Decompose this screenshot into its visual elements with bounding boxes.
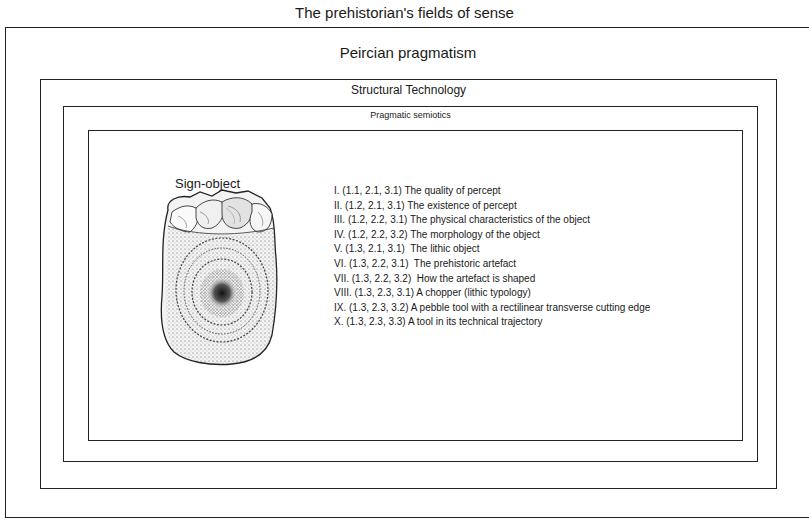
field-heading: Structural Technology — [41, 83, 776, 97]
sign-class-line: X. (1.3, 2.3, 3.3) A tool in its technic… — [334, 315, 650, 330]
sign-class-line: VIII. (1.3, 2.3, 3.1) A chopper (lithic … — [334, 286, 650, 301]
sign-class-line: VII. (1.3, 2.2, 3.2) How the artefact is… — [334, 272, 650, 287]
sign-class-line: IV. (1.2, 2.2, 3.2) The morphology of th… — [334, 228, 650, 243]
field-box: Peircian pragmatismStructural Technology… — [5, 27, 809, 518]
field-box: Pragmatic semioticsSign-objectI. (1.1, 2… — [63, 106, 758, 462]
sign-class-line: II. (1.2, 2.1, 3.1) The existence of per… — [334, 199, 650, 214]
field-heading: Pragmatic semiotics — [64, 110, 757, 120]
sign-class-line: VI. (1.3, 2.2, 3.1) The prehistoric arte… — [334, 257, 650, 272]
field-heading: Peircian pragmatism — [6, 44, 809, 61]
sign-class-line: I. (1.1, 2.1, 3.1) The quality of percep… — [334, 184, 650, 199]
sign-class-line: V. (1.3, 2.1, 3.1) The lithic object — [334, 242, 650, 257]
sign-object-frame: Sign-objectI. (1.1, 2.1, 3.1) The qualit… — [88, 130, 743, 441]
sign-class-line: IX. (1.3, 2.3, 3.2) A pebble tool with a… — [334, 301, 650, 316]
sign-class-line: III. (1.2, 2.2, 3.1) The physical charac… — [334, 213, 650, 228]
field-box: Structural TechnologyPragmatic semiotics… — [40, 79, 777, 489]
pebble-tool — [161, 190, 276, 365]
diagram-title: The prehistorian's fields of sense — [0, 4, 809, 21]
